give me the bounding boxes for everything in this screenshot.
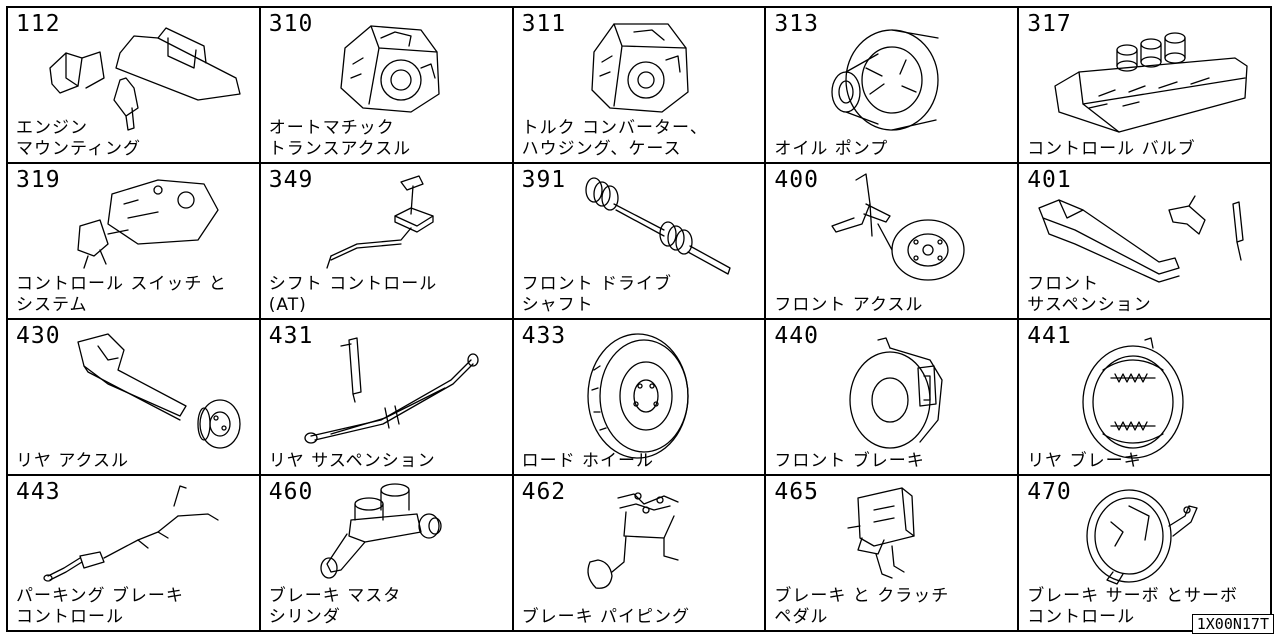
front-brake-icon <box>849 337 944 449</box>
section-label: ロード ホイール <box>521 451 654 471</box>
section-tile-391[interactable]: 391 フロント ドライブ シャフト <box>513 164 767 320</box>
section-label: フロント アクスル <box>774 295 924 315</box>
section-tile-460[interactable]: 460 ブレーキ マスタ シリンダ <box>260 476 514 632</box>
rear-suspension-icon <box>304 337 479 444</box>
shift-control-icon <box>326 175 434 269</box>
section-code: 470 <box>1027 479 1072 505</box>
section-code: 460 <box>268 479 314 505</box>
section-tile-317[interactable]: 317 コントロール バルブ <box>1019 8 1272 164</box>
control-valve-icon <box>1054 32 1248 133</box>
brake-piping-icon <box>586 492 679 589</box>
section-label: リヤ アクスル <box>16 451 130 471</box>
section-code: 310 <box>268 11 314 37</box>
section-tile-401[interactable]: 401 フロント サスペンション <box>1019 164 1272 320</box>
section-label: オートマチック トランスアクスル <box>268 118 412 159</box>
parts-catalog-grid: 112 エンジン マウンティング 310 オートマチック トランスアクスル <box>6 6 1272 632</box>
section-code: 400 <box>774 167 819 193</box>
section-label: エンジン マウンティング <box>16 118 141 159</box>
section-tile-112[interactable]: 112 エンジン マウンティング <box>8 8 261 164</box>
section-label: ブレーキ と クラッチ ペダル <box>774 586 950 627</box>
section-code: 313 <box>774 11 819 37</box>
brake-servo-icon <box>1086 489 1198 585</box>
pedal-icon <box>847 487 916 579</box>
section-tile-319[interactable]: 319 コントロール スイッチ と システム <box>8 164 261 320</box>
rear-brake-icon <box>1082 337 1184 459</box>
section-code: 430 <box>16 323 61 349</box>
section-tile-462[interactable]: 462 ブレーキ パイピング <box>513 476 767 632</box>
section-label: フロント ブレーキ <box>774 451 925 471</box>
section-code: 431 <box>268 323 314 349</box>
section-code: 391 <box>521 167 567 193</box>
section-tile-311[interactable]: 311 トルク コンバーター、 ハウジング、ケース <box>513 8 767 164</box>
section-tile-400[interactable]: 400 フロント アクスル <box>766 164 1020 320</box>
section-code: 319 <box>16 167 61 193</box>
section-tile-313[interactable]: 313 オイル ポンプ <box>766 8 1020 164</box>
section-tile-430[interactable]: 430 リヤ アクスル <box>8 320 261 476</box>
section-tile-443[interactable]: 443 パーキング ブレーキ コントロール <box>8 476 261 632</box>
section-code: 433 <box>521 323 567 349</box>
section-code: 443 <box>16 479 61 505</box>
section-label: パーキング ブレーキ コントロール <box>16 586 184 627</box>
section-tile-441[interactable]: 441 リヤ ブレーキ <box>1019 320 1272 476</box>
drive-shaft-icon <box>584 177 731 275</box>
section-tile-431[interactable]: 431 リヤ サスペンション <box>260 320 514 476</box>
section-code: 462 <box>521 479 567 505</box>
section-code: 441 <box>1027 323 1072 349</box>
front-axle-icon <box>831 173 966 281</box>
section-code: 112 <box>16 11 61 37</box>
section-code: 401 <box>1027 167 1072 193</box>
section-label: シフト コントロール (AT) <box>268 274 438 315</box>
parking-brake-icon <box>43 485 219 582</box>
section-label: コントロール バルブ <box>1027 139 1196 159</box>
section-tile-310[interactable]: 310 オートマチック トランスアクスル <box>260 8 514 164</box>
section-label: トルク コンバーター、 ハウジング、ケース <box>521 118 708 159</box>
section-label: ブレーキ マスタ シリンダ <box>268 586 402 627</box>
section-label: リヤ サスペンション <box>268 451 436 471</box>
section-label: ブレーキ サーボ とサーボ コントロール <box>1027 586 1238 627</box>
master-cylinder-icon <box>320 483 442 579</box>
control-switch-icon <box>77 179 219 269</box>
section-tile-349[interactable]: 349 シフト コントロール (AT) <box>260 164 514 320</box>
section-code: 317 <box>1027 11 1072 37</box>
section-tile-440[interactable]: 440 フロント ブレーキ <box>766 320 1020 476</box>
section-code: 311 <box>521 11 567 37</box>
section-code: 440 <box>774 323 819 349</box>
section-label: フロント ドライブ シャフト <box>521 274 672 315</box>
section-code: 465 <box>774 479 819 505</box>
front-suspension-icon <box>1038 195 1244 283</box>
section-label: ブレーキ パイピング <box>521 607 690 627</box>
engine-mounting-icon <box>49 27 241 131</box>
section-label: コントロール スイッチ と システム <box>16 274 227 315</box>
transaxle-icon <box>340 25 440 113</box>
oil-pump-icon <box>831 29 940 131</box>
section-label: オイル ポンプ <box>774 139 889 159</box>
section-tile-470[interactable]: 470 ブレーキ サーボ とサーボ コントロール <box>1019 476 1272 632</box>
rear-axle-icon <box>77 333 241 449</box>
section-tile-433[interactable]: 433 ロード ホイール <box>513 320 767 476</box>
road-wheel-icon <box>586 333 689 459</box>
section-code: 349 <box>268 167 314 193</box>
reference-code-box: 1X00N17T <box>1191 614 1274 634</box>
section-label: フロント サスペンション <box>1027 274 1152 315</box>
section-label: リヤ ブレーキ <box>1027 451 1142 471</box>
section-tile-465[interactable]: 465 ブレーキ と クラッチ ペダル <box>766 476 1020 632</box>
torque-converter-icon <box>590 23 689 113</box>
